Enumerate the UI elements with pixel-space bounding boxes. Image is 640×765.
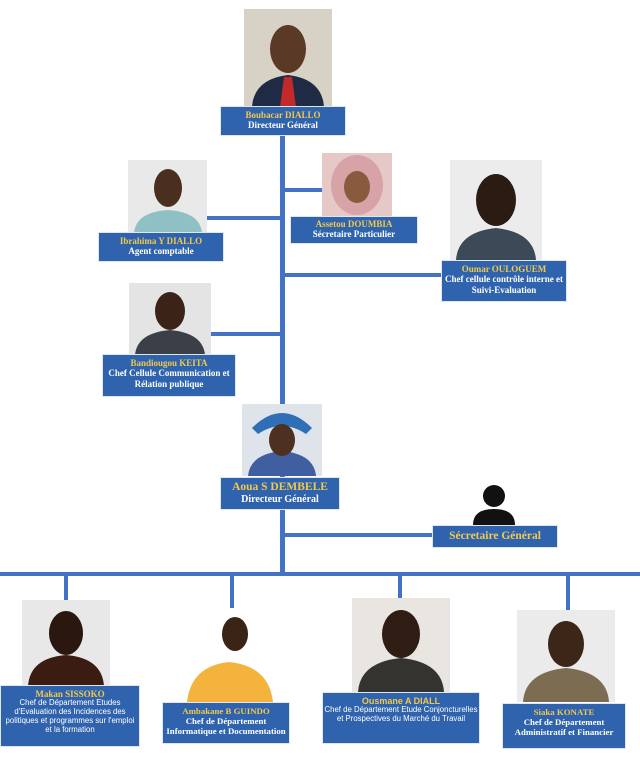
person-silhouette-icon xyxy=(470,483,518,525)
card-assetou-doumbia: Assetou DOUMBIA Sécretaire Particulier xyxy=(290,216,418,244)
drop-dept-conj xyxy=(398,572,402,598)
photo-assetou-doumbia xyxy=(322,153,392,218)
card-makan-sissoko: Makan SISSOKO Chef de Département Etudes… xyxy=(0,685,140,747)
branch-secretary xyxy=(282,188,322,192)
card-secretaire-general: Sécretaire Général xyxy=(432,525,558,548)
card-ibrahima-diallo: Ibrahima Y DIALLO Agent comptable xyxy=(98,232,224,262)
photo-ibrahima-diallo xyxy=(128,160,207,233)
photo-boubacar-diallo xyxy=(244,9,332,107)
main-trunk-line xyxy=(280,133,285,573)
photo-oumar-ouloguem xyxy=(450,160,542,260)
card-oumar-ouloguem: Oumar OULOGUEM Chef cellule contrôle int… xyxy=(441,260,567,302)
card-bandiougou-keita: Bandiougou KEITA Chef Cellule Communicat… xyxy=(102,354,236,397)
department-bus-line xyxy=(0,572,640,576)
card-aoua-dembele: Aoua S DEMBELE Directeur Général xyxy=(220,477,340,510)
drop-dept-eval xyxy=(64,572,68,600)
photo-makan-sissoko xyxy=(22,600,110,686)
photo-bandiougou-keita xyxy=(129,283,211,355)
photo-aoua-dembele xyxy=(242,404,322,476)
card-ambakane-guindo: Ambakane B GUINDO Chef de Département In… xyxy=(162,702,290,744)
branch-accountant xyxy=(165,216,282,220)
photo-ambakane-guindo xyxy=(183,608,276,702)
photo-siaka-konate xyxy=(517,610,615,702)
branch-control xyxy=(282,273,447,277)
drop-dept-admin xyxy=(566,572,570,610)
branch-communication xyxy=(210,332,282,336)
photo-ousmane-diall xyxy=(352,598,450,692)
card-boubacar-diallo: Boubacar DIALLO Directeur Général xyxy=(220,106,346,136)
card-siaka-konate: Siaka KONATE Chef de Département Adminis… xyxy=(502,703,626,749)
drop-dept-info xyxy=(230,572,234,610)
card-ousmane-diall: Ousmane A DIALL Chef de Département Etud… xyxy=(322,692,480,744)
branch-secretary-general xyxy=(282,533,432,537)
